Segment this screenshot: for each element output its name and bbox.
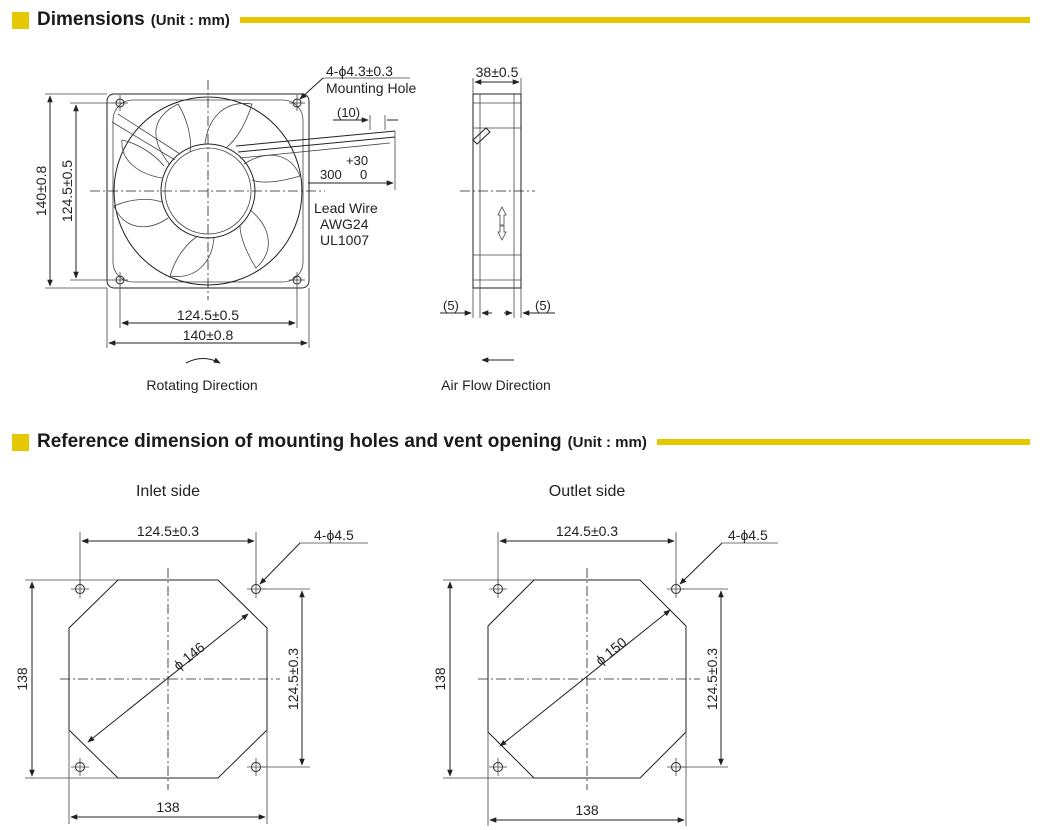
section-rule [239, 17, 1030, 23]
reference-header: Reference dimension of mounting holes an… [12, 431, 1030, 453]
fan-blades [113, 103, 301, 277]
rotating-direction-label: Rotating Direction [146, 377, 257, 393]
lead-wire [237, 136, 396, 153]
front-view: 140±0.8 124.5±0.5 124.5±0.5 140±0.8 4-ϕ4… [33, 63, 416, 393]
inlet-height-label: 138 [14, 667, 30, 691]
rotation-body-icon [497, 225, 507, 241]
outlet-hole-leader [679, 542, 723, 585]
inlet-diameter-line [87, 613, 249, 743]
inlet-vent-opening [68, 579, 268, 779]
flange-left-label: (5) [443, 298, 459, 313]
outlet-height-label: 138 [432, 667, 448, 691]
section-title: Reference dimension of mounting holes an… [37, 431, 562, 452]
lead-tolerance-lower: 0 [360, 167, 367, 182]
height-pitch-label: 124.5±0.5 [59, 160, 75, 222]
strut [111, 121, 176, 161]
section-title: Dimensions [37, 9, 145, 30]
outlet-width-label: 138 [575, 802, 599, 818]
side-view: 38±0.5 (5) (5) Air Flow Direction [440, 64, 555, 393]
mounting-holes [112, 95, 305, 288]
width-pitch-label: 124.5±0.5 [177, 307, 239, 323]
width-outer-label: 140±0.8 [183, 327, 234, 343]
strut [117, 113, 181, 155]
inlet-diameter-label: ϕ 146 [170, 639, 208, 674]
section-unit: (Unit : mm) [567, 433, 647, 451]
outlet-diameter-line [499, 609, 671, 747]
inlet-label: Inlet side [136, 483, 200, 500]
outlet-hole-dim: 4-ϕ4.5 [728, 527, 768, 543]
lead-length-label: 300 [320, 167, 342, 182]
airflow-direction-label: Air Flow Direction [441, 377, 551, 393]
lead-wire [239, 142, 391, 159]
inlet-diagram: Inlet side ϕ 146 124.5±0.3 4-ϕ4.5 124.5±… [14, 483, 368, 824]
inlet-width-label: 138 [156, 799, 180, 815]
wire-grommet [472, 127, 491, 145]
outlet-vent-opening [487, 579, 687, 779]
airflow-body-icon [497, 206, 507, 226]
strip-length-label: (10) [337, 105, 360, 120]
lead-tolerance-upper: +30 [346, 153, 368, 168]
inlet-holes [71, 580, 265, 776]
height-outer-label: 140±0.8 [33, 166, 49, 217]
section-rule [656, 439, 1030, 445]
inlet-pitch-v-label: 124.5±0.3 [285, 648, 301, 710]
outlet-label: Outlet side [549, 483, 626, 500]
inlet-hole-leader [259, 542, 301, 585]
flange-right-label: (5) [535, 298, 551, 313]
outlet-pitch-h-label: 124.5±0.3 [556, 523, 618, 539]
outlet-pitch-v-label: 124.5±0.3 [704, 648, 720, 710]
lead-wire-line-2: AWG24 [320, 216, 369, 232]
mounting-hole-leader [299, 77, 324, 100]
lead-wire-line-1: Lead Wire [314, 200, 378, 216]
section-unit: (Unit : mm) [150, 11, 230, 29]
lead-wire-line-3: UL1007 [320, 232, 369, 248]
section-marker [12, 11, 29, 29]
inlet-pitch-h-label: 124.5±0.3 [137, 523, 199, 539]
lead-wire [235, 130, 396, 147]
outlet-diameter-label: ϕ 150 [592, 634, 630, 669]
rotating-arrow-icon [185, 357, 221, 364]
mounting-hole-label: Mounting Hole [326, 80, 416, 96]
inlet-hole-dim: 4-ϕ4.5 [314, 527, 354, 543]
depth-label: 38±0.5 [476, 64, 519, 80]
mounting-hole-dim: 4-ϕ4.3±0.3 [326, 63, 393, 79]
dimensions-header: Dimensions (Unit : mm) [12, 9, 1030, 31]
outlet-diagram: Outlet side ϕ 150 124.5±0.3 4-ϕ4.5 124.5… [432, 483, 778, 826]
section-marker [12, 433, 29, 451]
